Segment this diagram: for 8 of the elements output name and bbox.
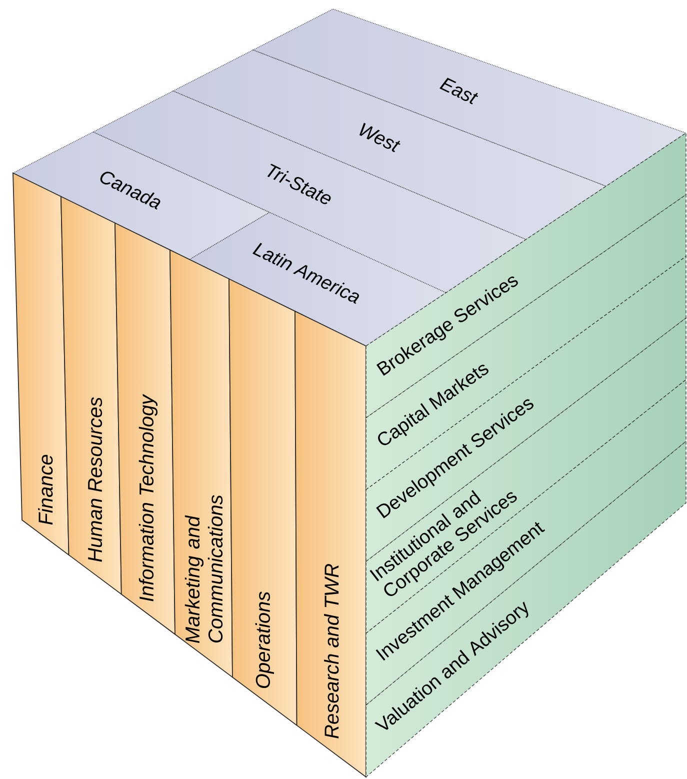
node-text: Finance	[38, 454, 53, 525]
node-text: Marketing and Communications	[184, 495, 223, 643]
face-strip: Marketing and Communications	[170, 249, 233, 678]
node-text: Research and TWR	[324, 564, 339, 738]
node-text: Operations	[255, 592, 274, 688]
node-text: Human Resources	[88, 397, 102, 562]
face-strip: Operations	[228, 278, 298, 726]
node-text: Information Technology	[138, 394, 158, 602]
